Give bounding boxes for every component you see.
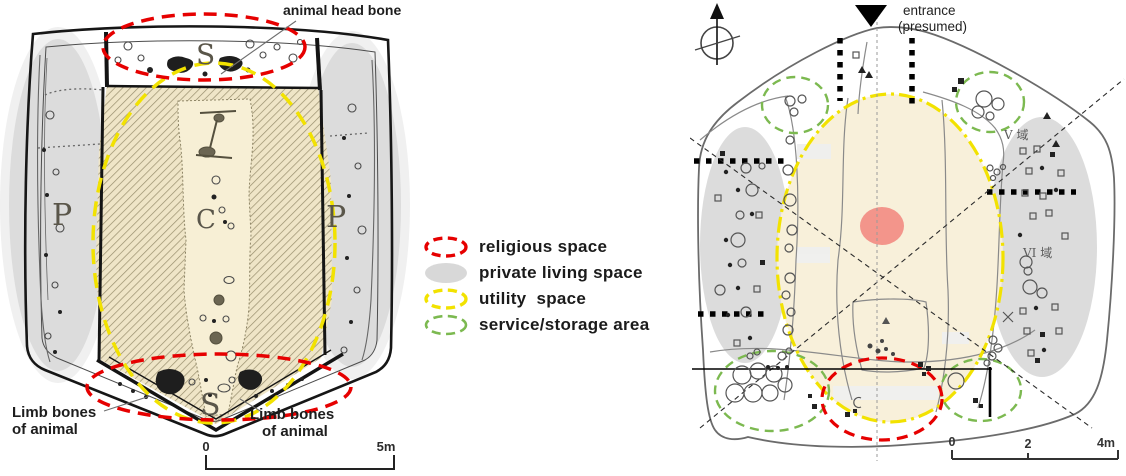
legend-label-utility: utility space bbox=[479, 289, 587, 308]
zone-vi-label: VI 域 bbox=[1022, 246, 1052, 260]
limb-bones-right-label-2: of animal bbox=[262, 423, 328, 440]
entrance-label-2: (presumed) bbox=[898, 19, 967, 34]
letter-p-left: P bbox=[52, 198, 72, 233]
compass-icon bbox=[694, 3, 741, 65]
animal-bone-deposits bbox=[155, 56, 263, 395]
zone-v-label: V 域 bbox=[1003, 128, 1028, 142]
left-scale-zero: 0 bbox=[202, 439, 209, 454]
side-lobe-details bbox=[36, 54, 376, 363]
animal-head-bone-label: animal head bone bbox=[283, 2, 401, 18]
section-lines bbox=[692, 367, 992, 417]
letter-s-bottom: S bbox=[200, 388, 221, 423]
letter-c-center: C bbox=[196, 205, 216, 235]
limb-bones-left-label-2: of animal bbox=[12, 421, 78, 438]
private-living-space-symbol bbox=[425, 263, 467, 283]
religious-space-symbol bbox=[424, 236, 468, 258]
left-site-plan: S P C P S animal head bone Limb bones of… bbox=[0, 2, 410, 470]
entrance-label-1: entrance bbox=[903, 3, 956, 18]
utility-space-symbol bbox=[424, 288, 468, 310]
legend-item-religious-space: religious space bbox=[423, 236, 649, 258]
private-living-space-shading bbox=[700, 117, 1097, 377]
legend-label-private: private living space bbox=[479, 263, 643, 282]
hearth bbox=[860, 207, 904, 245]
letter-s-top: S bbox=[196, 38, 215, 71]
right-scale-bar: 0 2 4m bbox=[949, 435, 1119, 460]
legend-item-private-living-space: private living space bbox=[423, 262, 649, 284]
central-floor-strip bbox=[177, 98, 254, 417]
artifact-marks bbox=[720, 66, 1060, 417]
entrance-marker-icon bbox=[855, 5, 887, 27]
legend-item-service-storage-area: service/storage area bbox=[423, 314, 649, 336]
partition-dotted-lines bbox=[694, 38, 1076, 317]
erased-patches bbox=[796, 144, 969, 400]
legend-label-service: service/storage area bbox=[479, 315, 650, 334]
artifact-circles bbox=[714, 51, 1069, 409]
strip-features bbox=[195, 110, 237, 345]
right-scale-two: 2 bbox=[1025, 437, 1032, 451]
religious-space-ellipse-top bbox=[101, 12, 307, 82]
limb-bones-left-label-1: Limb bones bbox=[12, 404, 96, 421]
legend: religious space private living space uti… bbox=[423, 236, 649, 336]
left-scale-bar: 0 5m bbox=[202, 439, 396, 470]
utility-space-ellipse bbox=[775, 92, 1005, 424]
right-scale-four: 4m bbox=[1097, 436, 1115, 450]
service-storage-symbol bbox=[424, 314, 468, 336]
left-scale-five: 5m bbox=[377, 439, 396, 454]
legend-label-religious: religious space bbox=[479, 237, 608, 256]
religious-space-ellipse bbox=[820, 356, 944, 442]
religious-space-ellipse-bottom bbox=[85, 352, 353, 422]
right-scale-zero: 0 bbox=[949, 435, 956, 449]
legend-item-utility-space: utility space bbox=[423, 288, 649, 310]
limb-bones-right-label-1: Limb bones bbox=[250, 406, 334, 423]
leader-lines bbox=[103, 20, 297, 413]
letter-p-right: P bbox=[326, 200, 346, 235]
right-site-plan: V 域 VI 域 entrance (presumed) 0 2 4m bbox=[690, 3, 1125, 461]
utility-space-ellipse bbox=[91, 61, 337, 425]
